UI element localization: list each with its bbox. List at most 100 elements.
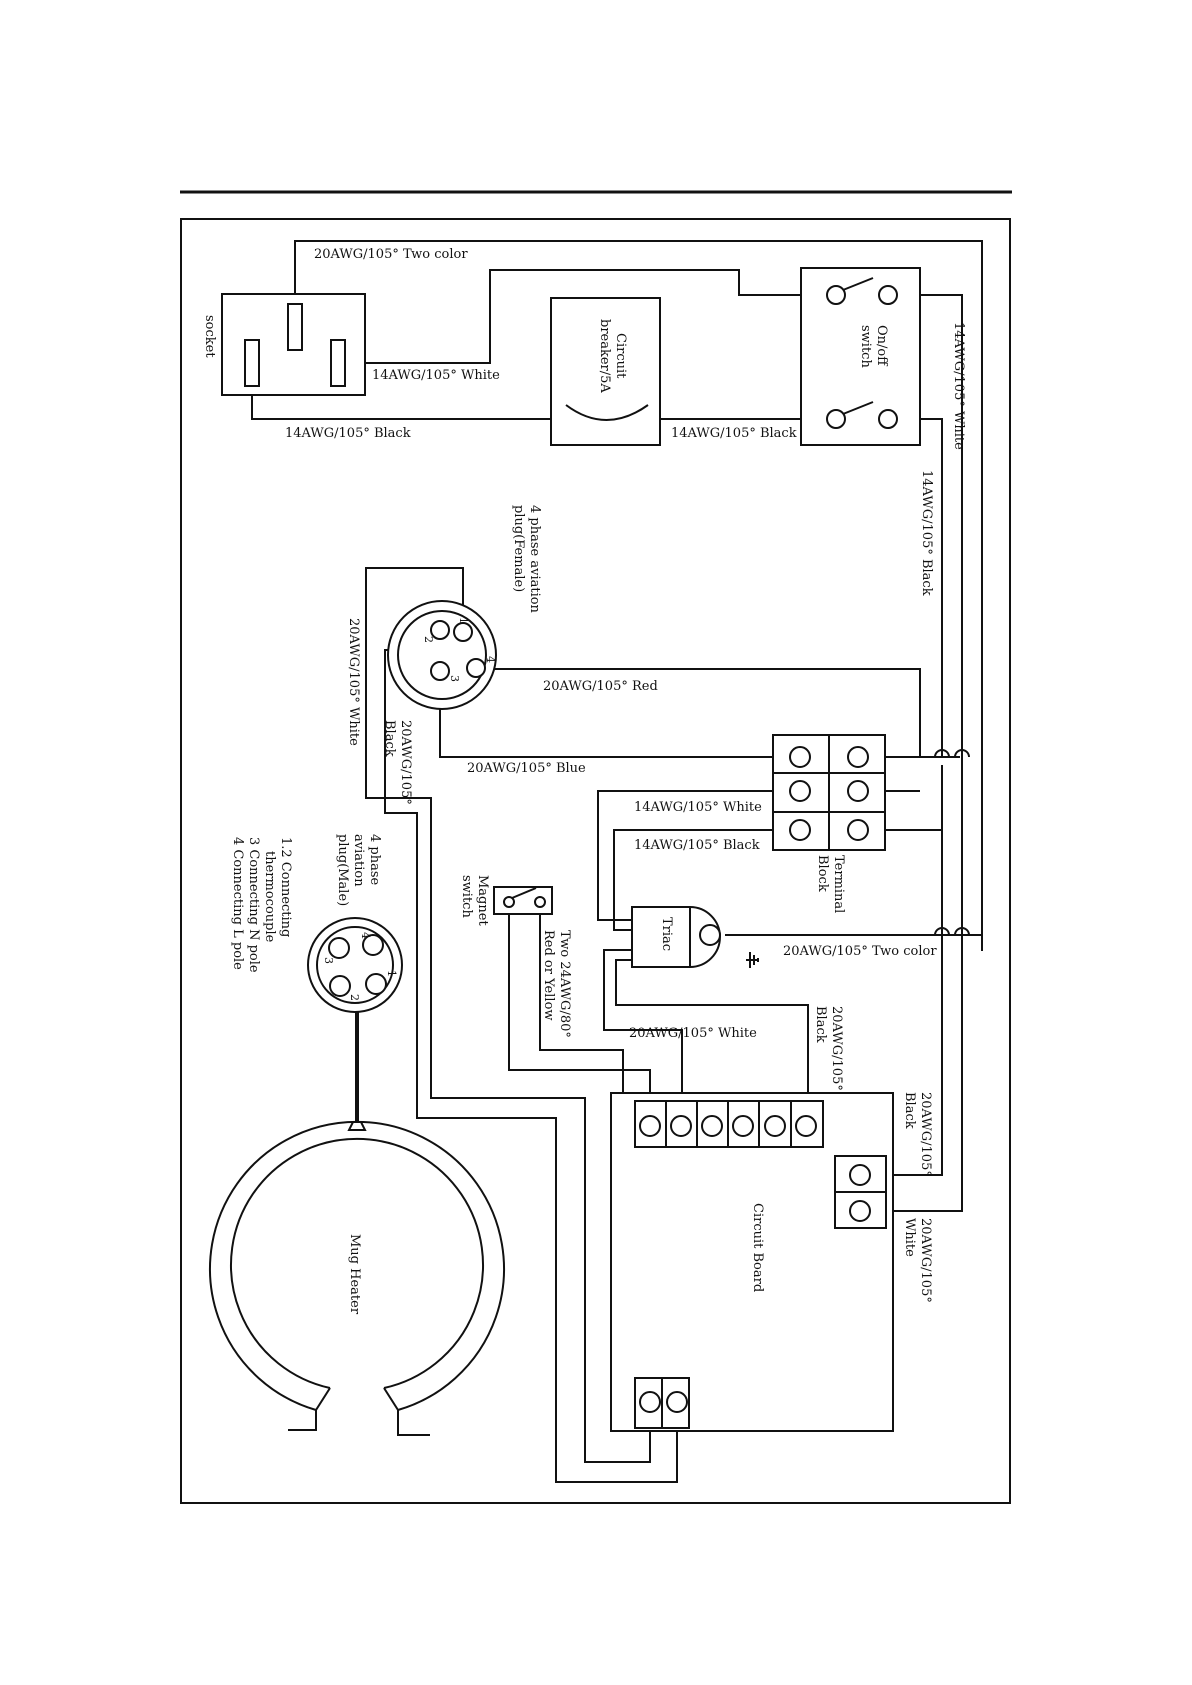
svg-text:Terminal: Terminal	[831, 855, 846, 913]
onoff-contact-2	[878, 285, 898, 305]
board-top-pin-2	[670, 1115, 692, 1137]
svg-text:Circuit: Circuit	[613, 333, 628, 379]
svg-text:White: White	[902, 1218, 917, 1257]
female-pin-3	[430, 661, 450, 681]
label-black-left: 20AWG/105° Black	[382, 720, 413, 805]
label-two-color-triac: 20AWG/105° Two color	[783, 944, 937, 959]
label-triac: Triac	[659, 917, 674, 951]
label-black-breaker: 14AWG/105° Black	[671, 426, 797, 441]
wire-black-right-board	[886, 765, 943, 1176]
circuit-breaker	[550, 297, 661, 446]
label-socket: socket	[202, 315, 217, 358]
mug-heater-end-left	[288, 1387, 331, 1431]
svg-text:4 Connecting L pole: 4 Connecting L pole	[230, 837, 245, 970]
label-white-socket: 14AWG/105° White	[372, 368, 500, 383]
female-pin-numbers: 1 2 3 4	[422, 617, 497, 682]
socket	[221, 293, 366, 396]
board-right-pin-2	[849, 1200, 871, 1222]
label-white-board: 20AWG/105° White	[629, 1026, 757, 1041]
onoff-contact-4	[878, 409, 898, 429]
male-pin-4	[362, 934, 384, 956]
mug-heater-inner	[230, 1138, 484, 1389]
female-pin-1	[453, 622, 473, 642]
svg-text:Black: Black	[902, 1092, 917, 1129]
terminal-screw-5	[789, 819, 811, 841]
male-pin-3	[328, 937, 350, 959]
board-top-pin-1	[639, 1115, 661, 1137]
label-black-board: 20AWG/105° Black	[813, 1006, 844, 1091]
female-pin-2	[430, 620, 450, 640]
svg-text:plug(Male): plug(Male)	[335, 834, 350, 906]
svg-text:On/off: On/off	[874, 325, 889, 367]
wire-magnet-2	[539, 902, 624, 1108]
label-24awg: Two 24AWG/80° Red or Yellow	[541, 930, 572, 1038]
terminal-screw-2	[847, 746, 869, 768]
wire-triac-white-board	[603, 949, 683, 1108]
socket-pin-top	[287, 303, 303, 351]
circuit-breaker-body	[550, 297, 661, 446]
label-black-right-board: 20AWG/105° Black	[902, 1092, 933, 1177]
label-white-switch-right: 14AWG/105° White	[951, 322, 966, 450]
wire-crossing-1	[934, 749, 950, 758]
label-two-color-top: 20AWG/105° Two color	[314, 247, 468, 262]
svg-text:1: 1	[457, 617, 470, 624]
female-aviation-plug	[387, 600, 497, 710]
svg-text:switch: switch	[459, 875, 474, 918]
wire-white-switch-down	[886, 294, 963, 1212]
svg-text:20AWG/105°: 20AWG/105°	[829, 1006, 844, 1091]
svg-text:aviation: aviation	[351, 834, 366, 887]
board-connector-top-dividers	[665, 1101, 792, 1147]
onoff-switch	[800, 267, 921, 446]
labels: 20AWG/105° Two color 14AWG/105° White 14…	[202, 247, 966, 1315]
onoff-lever-1	[842, 277, 874, 291]
wire-red	[480, 668, 921, 757]
terminal-screw-1	[789, 746, 811, 768]
label-black-socket: 14AWG/105° Black	[285, 426, 411, 441]
wire-white-left	[365, 567, 651, 1463]
label-onoff-switch: On/off switch	[858, 325, 889, 368]
male-pin-numbers: 1 2 3 4	[322, 932, 398, 1001]
onoff-contact-1	[826, 285, 846, 305]
terminal-screw-6	[847, 819, 869, 841]
label-female-plug: 4 phase aviation plug(Female)	[511, 505, 542, 614]
svg-text:Red or Yellow: Red or Yellow	[541, 930, 556, 1021]
svg-text:plug(Female): plug(Female)	[511, 505, 526, 592]
svg-text:20AWG/105°: 20AWG/105°	[918, 1092, 933, 1177]
svg-text:3: 3	[322, 957, 335, 964]
svg-text:1.2 Connecting: 1.2 Connecting	[278, 837, 293, 937]
svg-text:14AWG/105° White: 14AWG/105° White	[951, 322, 966, 450]
label-blue: 20AWG/105° Blue	[467, 761, 586, 776]
male-pin-2	[329, 975, 351, 997]
svg-text:20AWG/105°: 20AWG/105°	[918, 1218, 933, 1303]
svg-text:4 phase aviation: 4 phase aviation	[527, 505, 542, 614]
female-pin-4	[466, 658, 486, 678]
board-bottom-pin-1	[639, 1391, 661, 1413]
label-circuit-breaker: Circuit breaker/5A	[597, 319, 628, 393]
male-pin-1	[365, 973, 387, 995]
wire-white-socket-switch	[358, 269, 830, 364]
wires	[251, 240, 983, 1483]
magnet-contact-1	[503, 896, 515, 908]
diagram-frame	[180, 218, 1011, 1504]
wire-crossing-2	[954, 749, 970, 758]
wire-triac-black-board	[615, 959, 809, 1108]
svg-text:4 phase: 4 phase	[367, 834, 382, 886]
label-legend: 1.2 Connecting thermocouple 3 Connecting…	[230, 837, 293, 973]
label-red: 20AWG/105° Red	[543, 679, 658, 694]
label-white-left: 20AWG/105° White	[346, 618, 361, 746]
board-top-pin-5	[764, 1115, 786, 1137]
svg-text:3: 3	[448, 675, 461, 682]
circuit-breaker-notch	[565, 404, 649, 421]
onoff-lever-2	[842, 401, 874, 415]
socket-pin-right	[330, 339, 346, 387]
wire-black-tb-triac	[613, 829, 800, 931]
mug-heater	[209, 1120, 505, 1436]
label-magnet-switch: Magnet switch	[459, 875, 490, 926]
wire-black-socket-breaker	[251, 392, 583, 420]
label-white-right-board: 20AWG/105° White	[902, 1218, 933, 1303]
svg-text:Block: Block	[815, 855, 830, 892]
svg-text:4: 4	[359, 932, 372, 939]
ground-icon	[746, 952, 759, 968]
svg-text:20AWG/105°: 20AWG/105°	[398, 720, 413, 805]
